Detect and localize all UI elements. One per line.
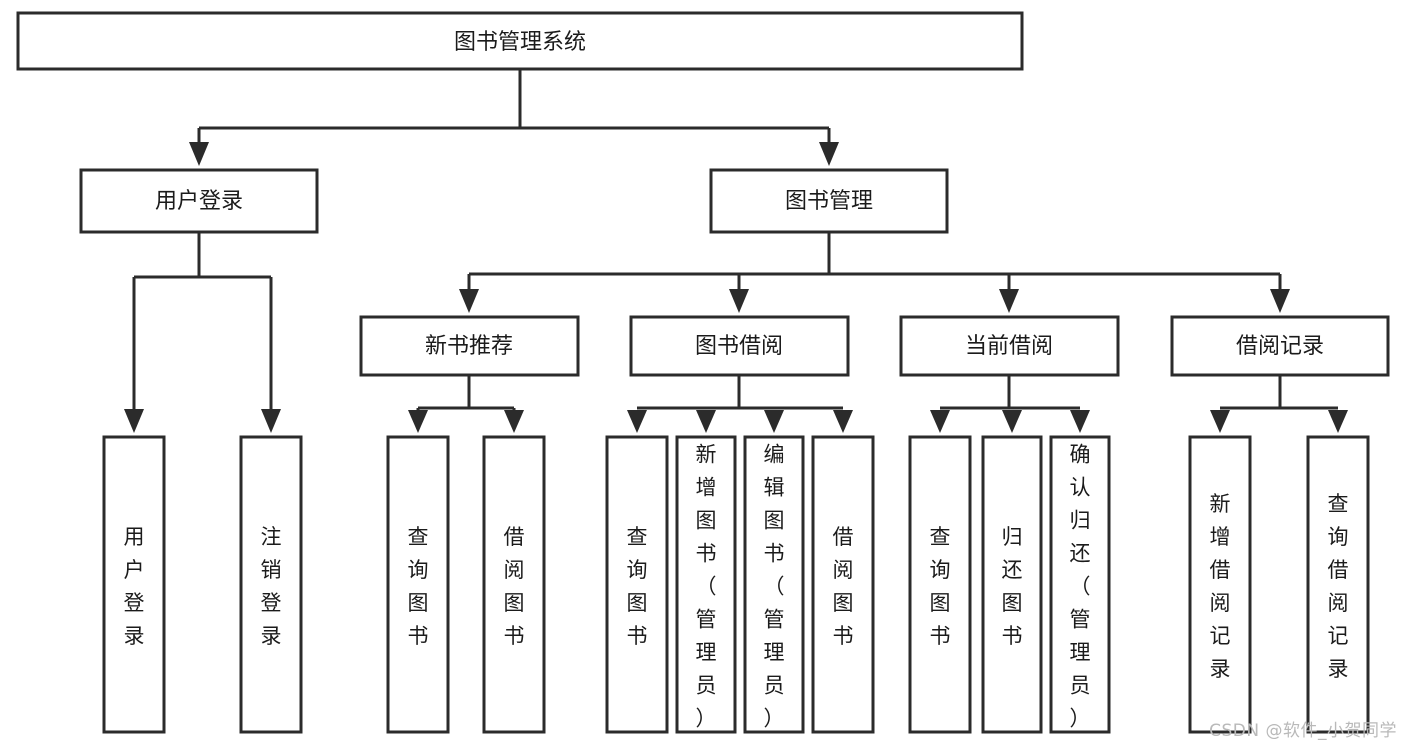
arrowhead-user-login-to-leaf-1 bbox=[124, 409, 144, 433]
leaf-label-borrow-books-borrow: 借阅图书 bbox=[833, 525, 854, 648]
arrowhead-new-books-to-leaf-1 bbox=[408, 410, 428, 433]
leaf-label-query-borrow-record: 查询借阅记录 bbox=[1328, 492, 1349, 681]
leaf-label-query-books-borrow: 查询图书 bbox=[627, 525, 648, 648]
node-user-login-box[interactable] bbox=[79, 168, 319, 234]
leaf-node[interactable]: 归还图书 bbox=[981, 435, 1043, 734]
leaf-box-query-borrow-record[interactable] bbox=[1306, 435, 1370, 734]
arrowhead-book-mgmt-to-records bbox=[1270, 289, 1290, 313]
node-book-borrow[interactable]: 图书借阅 bbox=[629, 315, 850, 377]
connector-group-user-login bbox=[124, 232, 281, 433]
node-borrow-records-box[interactable] bbox=[1170, 315, 1390, 377]
node-book-management-box[interactable] bbox=[709, 168, 949, 234]
leaf-label-user-login: 用户登录 bbox=[124, 525, 145, 648]
leaf-label-query-books-new: 查询图书 bbox=[408, 525, 429, 648]
node-book-management-label: 图书管理 bbox=[785, 189, 873, 214]
leaf-label-confirm-return-admin: 确认归还（管理员） bbox=[1070, 443, 1091, 731]
leaf-node[interactable]: 借阅图书 bbox=[811, 435, 875, 734]
leaf-box-query-books-current[interactable] bbox=[908, 435, 972, 734]
leaf-label-query-books-current: 查询图书 bbox=[930, 525, 951, 648]
leaf-box-user-login[interactable] bbox=[102, 435, 166, 734]
node-user-login-label: 用户登录 bbox=[155, 189, 243, 214]
leaf-label-edit-book-admin: 编辑图书（管理员） bbox=[764, 443, 785, 731]
arrowhead-borrow-to-leaf-4 bbox=[833, 410, 853, 433]
arrowhead-current-borrow-to-leaf-2 bbox=[1002, 410, 1022, 433]
node-root[interactable]: 图书管理系统 bbox=[16, 11, 1024, 71]
node-new-book-recommend[interactable]: 新书推荐 bbox=[359, 315, 580, 377]
arrowhead-borrow-to-leaf-3 bbox=[764, 410, 784, 433]
leaf-box-add-borrow-record[interactable] bbox=[1188, 435, 1252, 734]
leaf-node[interactable]: 编辑图书（管理员） bbox=[743, 435, 805, 734]
node-user-login[interactable]: 用户登录 bbox=[79, 168, 319, 234]
connector-group-borrow bbox=[627, 375, 853, 433]
arrowhead-borrow-to-leaf-2 bbox=[696, 410, 716, 433]
leaf-box-return-books[interactable] bbox=[981, 435, 1043, 734]
leaf-label-add-book-admin: 新增图书（管理员） bbox=[696, 443, 717, 731]
arrowhead-book-mgmt-to-new-books bbox=[459, 289, 479, 313]
node-new-book-recommend-box[interactable] bbox=[359, 315, 580, 377]
leaf-node[interactable]: 借阅图书 bbox=[482, 435, 546, 734]
arrowhead-book-mgmt-to-borrow bbox=[729, 289, 749, 313]
connector-group-current-borrow bbox=[930, 375, 1090, 433]
leaf-node[interactable]: 新增借阅记录 bbox=[1188, 435, 1252, 734]
node-new-book-recommend-label: 新书推荐 bbox=[425, 334, 513, 359]
connector-group-root bbox=[189, 69, 839, 166]
leaf-box-borrow-books-borrow[interactable] bbox=[811, 435, 875, 734]
node-book-borrow-box[interactable] bbox=[629, 315, 850, 377]
leaf-label-logout: 注销登录 bbox=[261, 525, 282, 648]
leaf-node[interactable]: 注销登录 bbox=[239, 435, 303, 734]
arrowhead-current-borrow-to-leaf-3 bbox=[1070, 410, 1090, 433]
node-current-borrow-label: 当前借阅 bbox=[965, 334, 1053, 359]
connector-group-borrow-records bbox=[1210, 375, 1348, 433]
leaf-node[interactable]: 查询图书 bbox=[908, 435, 972, 734]
leaf-node[interactable]: 确认归还（管理员） bbox=[1049, 435, 1111, 734]
node-borrow-records[interactable]: 借阅记录 bbox=[1170, 315, 1390, 377]
arrowhead-new-books-to-leaf-2 bbox=[504, 410, 524, 433]
leaf-box-add-book-admin[interactable] bbox=[675, 435, 737, 734]
node-book-borrow-label: 图书借阅 bbox=[695, 334, 783, 359]
leaf-box-confirm-return-admin[interactable] bbox=[1049, 435, 1111, 734]
arrowhead-current-borrow-to-leaf-1 bbox=[930, 410, 950, 433]
leaf-box-borrow-books-new[interactable] bbox=[482, 435, 546, 734]
leaf-label-add-borrow-record: 新增借阅记录 bbox=[1210, 492, 1231, 681]
node-book-management[interactable]: 图书管理 bbox=[709, 168, 949, 234]
leaf-box-edit-book-admin[interactable] bbox=[743, 435, 805, 734]
leaf-node[interactable]: 查询借阅记录 bbox=[1306, 435, 1370, 734]
arrowhead-book-mgmt-to-current bbox=[999, 289, 1019, 313]
arrowhead-borrow-records-to-leaf-1 bbox=[1210, 410, 1230, 433]
arrowhead-root-to-user-login bbox=[189, 142, 209, 166]
leaf-label-borrow-books-new: 借阅图书 bbox=[504, 525, 525, 648]
leaf-node[interactable]: 查询图书 bbox=[386, 435, 450, 734]
node-current-borrow-box[interactable] bbox=[899, 315, 1120, 377]
leaf-node[interactable]: 新增图书（管理员） bbox=[675, 435, 737, 734]
node-root-label: 图书管理系统 bbox=[454, 30, 586, 55]
connector-group-new-books bbox=[408, 375, 524, 433]
node-current-borrow[interactable]: 当前借阅 bbox=[899, 315, 1120, 377]
node-root-box[interactable] bbox=[16, 11, 1024, 71]
arrowhead-root-to-book-mgmt bbox=[819, 142, 839, 166]
arrowhead-user-login-to-leaf-2 bbox=[261, 409, 281, 433]
leaf-label-return-books: 归还图书 bbox=[1002, 525, 1023, 648]
leaf-box-query-books-borrow[interactable] bbox=[605, 435, 669, 734]
arrowhead-borrow-records-to-leaf-2 bbox=[1328, 410, 1348, 433]
connector-group-book-mgmt bbox=[459, 232, 1290, 313]
arrowhead-borrow-to-leaf-1 bbox=[627, 410, 647, 433]
leaf-node[interactable]: 查询图书 bbox=[605, 435, 669, 734]
leaf-node[interactable]: 用户登录 bbox=[102, 435, 166, 734]
leaf-box-query-books-new[interactable] bbox=[386, 435, 450, 734]
leaf-box-logout[interactable] bbox=[239, 435, 303, 734]
node-borrow-records-label: 借阅记录 bbox=[1236, 334, 1324, 359]
